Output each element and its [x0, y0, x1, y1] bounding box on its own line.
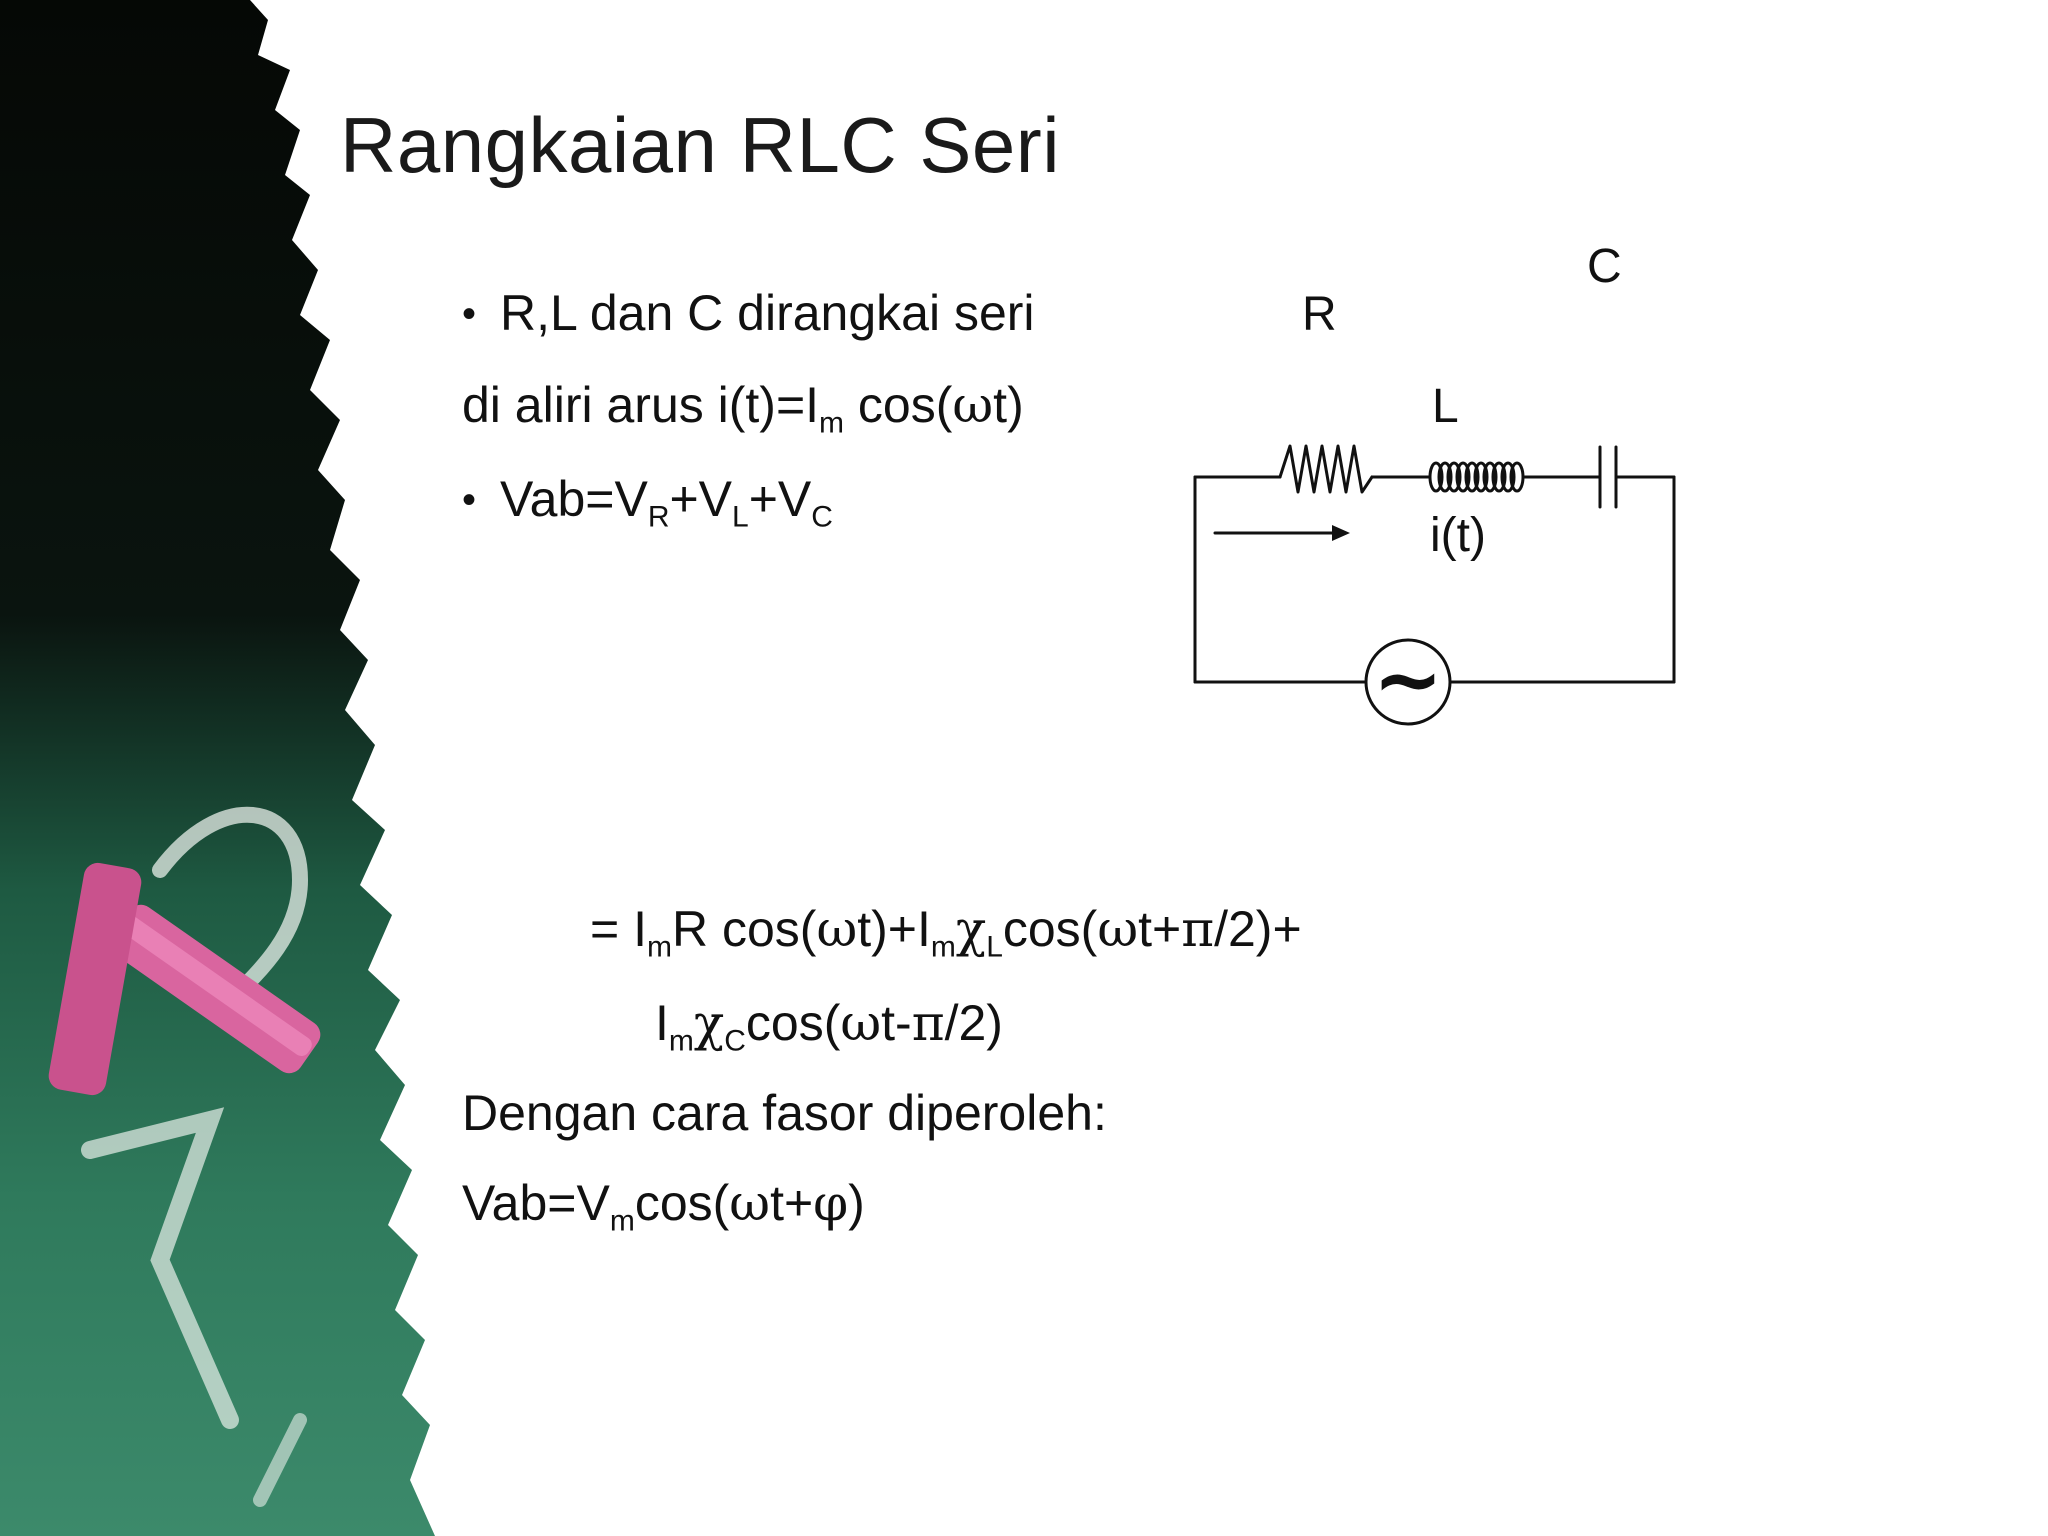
chalk-scribble: [152, 806, 309, 1018]
bullet-dot: •: [462, 292, 477, 336]
label-resistor: R: [1302, 288, 1337, 341]
current-arrow-icon: [1332, 525, 1350, 541]
bullet-vab-sum: Vab=VR+VL+VC: [500, 471, 833, 534]
label-capacitor: C: [1587, 240, 1622, 293]
ac-source-symbol: ~: [1373, 630, 1443, 728]
chalk-scribble: [253, 1413, 307, 1507]
fasor-intro-line: Dengan cara fasor diperoleh:: [462, 1085, 1107, 1141]
slide-title: Rangkaian RLC Seri: [340, 101, 1061, 189]
chalkboard-area: [0, 0, 435, 1536]
current-definition-line: di aliri arus i(t)=Im cos(ωt): [462, 376, 1024, 440]
chalk-scribble: [81, 1107, 239, 1429]
equation-line-1: = ImR cos(ωt)+ImχLcos(ωt+π/2)+: [590, 900, 1302, 964]
inductor-symbol: [1428, 461, 1525, 493]
ac-source-circle: [1364, 638, 1452, 726]
chalkboard-decoration: [0, 0, 435, 1536]
rlc-circuit-diagram: R C L i(t) ~: [1193, 240, 1676, 728]
label-current: i(t): [1430, 509, 1486, 562]
resistor-symbol: [1278, 444, 1374, 494]
bullet-dot: •: [462, 478, 477, 522]
chalk-sticks: [48, 862, 321, 1096]
label-inductor: L: [1432, 380, 1459, 433]
equation-line-3: Vab=Vmcos(ωt+φ): [462, 1174, 865, 1238]
equation-line-2: ImχCcos(ωt-π/2): [655, 994, 1003, 1058]
bullet-rlc-series: R,L dan C dirangkai seri: [500, 285, 1035, 341]
